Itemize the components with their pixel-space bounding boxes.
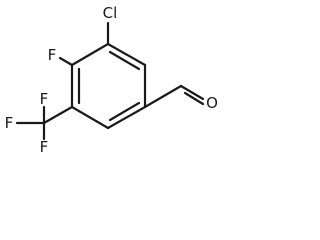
ring-double-2 <box>108 101 141 122</box>
atom-cl: Cl <box>103 4 118 22</box>
bond-cho <box>143 84 183 109</box>
atom-labels: Cl F F F F O <box>5 4 218 156</box>
atom-f-top: F <box>40 90 49 108</box>
bond-cf3 <box>42 105 74 125</box>
ring-bond-4 <box>70 105 110 130</box>
ring-bond-3 <box>106 105 147 130</box>
bond-co-2 <box>183 91 205 106</box>
bond-co-1 <box>179 84 205 101</box>
atom-f-left: F <box>5 114 14 132</box>
ring-double-1 <box>108 50 141 71</box>
structure-diagram: Cl F F F F O <box>5 4 218 156</box>
atom-o: O <box>206 94 218 112</box>
bond-f-ring <box>58 56 74 67</box>
ring-bond-6 <box>70 42 110 67</box>
atom-f-ring: F <box>48 46 57 64</box>
molecule-svg: Cl F F F F O <box>5 4 218 156</box>
ring-bond-1 <box>106 42 147 67</box>
bonds <box>15 21 205 141</box>
atom-f-bottom: F <box>40 138 49 156</box>
